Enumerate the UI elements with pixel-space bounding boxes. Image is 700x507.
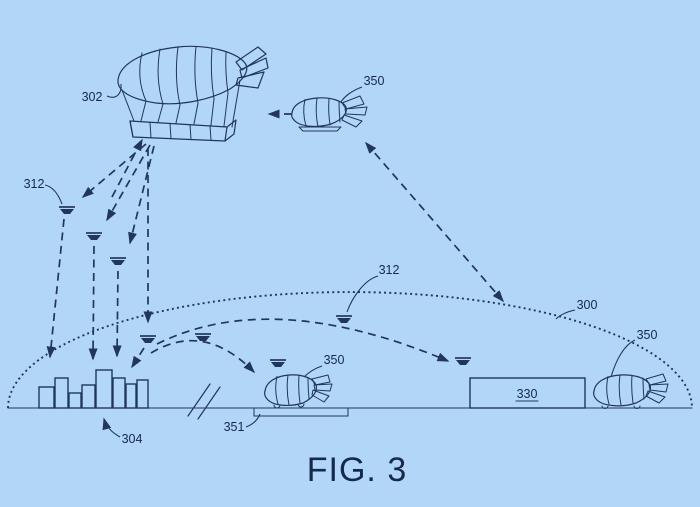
landing-feet xyxy=(273,403,305,409)
drone-icon xyxy=(85,232,103,241)
label-350-right: 350 xyxy=(637,328,658,342)
building xyxy=(54,377,69,409)
descent-path-short xyxy=(131,347,145,369)
drone-icon xyxy=(109,257,127,266)
building xyxy=(112,377,126,409)
descent-path xyxy=(88,245,98,361)
transit-arc-to-shuttle xyxy=(150,339,256,374)
drone-icon xyxy=(454,357,472,366)
hull-outline xyxy=(264,374,318,406)
figure-caption: FIG. 3 xyxy=(307,451,407,489)
descent-path xyxy=(112,270,122,358)
reference-labels: 302 312 312 300 350 350 350 304 351 xyxy=(24,74,658,446)
drone-icon xyxy=(335,315,353,324)
leader-350-right xyxy=(610,339,636,378)
uav-fleet xyxy=(58,206,472,368)
suspension-lines xyxy=(121,79,241,128)
deploy-path xyxy=(81,143,147,198)
hull-panel-lines xyxy=(139,46,229,106)
gondola-basket xyxy=(129,119,237,142)
ground-facility: 330 xyxy=(469,377,586,409)
tail-fins xyxy=(311,374,333,403)
label-351: 351 xyxy=(224,420,245,434)
tail-fins xyxy=(645,373,669,404)
shuttle-airship-center xyxy=(264,374,333,409)
return-path xyxy=(111,138,143,198)
drone-icon xyxy=(194,333,212,342)
leader-300 xyxy=(555,309,576,320)
coverage-dome-boundary xyxy=(7,291,693,409)
label-304: 304 xyxy=(122,432,143,446)
leader-350-top xyxy=(340,86,363,103)
label-312-left: 312 xyxy=(24,177,45,191)
building xyxy=(68,392,82,409)
building xyxy=(136,379,149,409)
shuttle-airship-top xyxy=(291,95,368,132)
hull-outline xyxy=(291,97,347,127)
hull-outline xyxy=(117,45,248,105)
building xyxy=(95,369,113,409)
landing-feet xyxy=(601,405,641,409)
hull-panel-lines xyxy=(275,374,310,406)
leader-302 xyxy=(106,83,122,98)
label-302: 302 xyxy=(82,90,103,104)
label-312-mid: 312 xyxy=(379,263,400,277)
leader-304-arrow xyxy=(102,417,121,438)
deploy-path xyxy=(128,145,155,245)
label-350-top: 350 xyxy=(364,74,385,88)
tail-fins xyxy=(235,46,269,89)
tail-fins xyxy=(341,95,368,128)
main-airship xyxy=(117,45,269,142)
drone-icon xyxy=(269,359,287,368)
descent-path xyxy=(46,218,65,359)
leader-312-left xyxy=(44,184,63,205)
leader-350-center xyxy=(303,365,323,378)
leader-351 xyxy=(245,413,261,428)
underslung-base xyxy=(298,126,342,132)
ground-break-slash xyxy=(197,386,221,420)
hull-panel-lines xyxy=(303,97,341,128)
drone-icon xyxy=(139,335,157,344)
landing-platform xyxy=(253,407,349,417)
building xyxy=(38,386,55,409)
hull-outline xyxy=(593,374,652,407)
ground-break-slash xyxy=(187,383,211,417)
leader-312-mid xyxy=(346,275,379,313)
label-350-center: 350 xyxy=(324,353,345,367)
facility-label: 330 xyxy=(517,387,538,401)
deploy-path xyxy=(106,144,151,222)
shuttle-airship-right xyxy=(593,373,669,409)
city-skyline xyxy=(38,369,149,409)
building xyxy=(81,384,96,409)
building xyxy=(125,383,137,409)
facility-building xyxy=(469,377,586,409)
hull-panel-lines xyxy=(606,374,645,406)
label-300: 300 xyxy=(577,298,598,312)
flight-paths xyxy=(46,109,504,374)
drone-icon xyxy=(58,206,76,215)
transit-arc-to-facility xyxy=(156,318,450,362)
arrow-shuttle-dome-bidirectional xyxy=(365,141,504,303)
